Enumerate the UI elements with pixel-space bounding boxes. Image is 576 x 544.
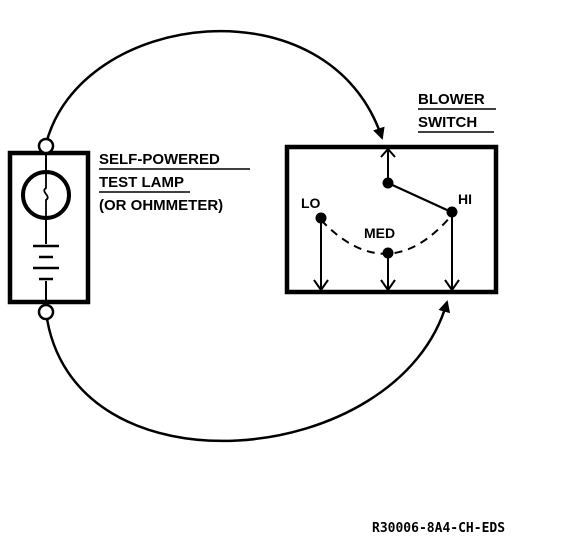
switch-title-line1: BLOWER — [418, 91, 485, 108]
position-label-lo: LO — [301, 195, 321, 211]
figure-id: R30006-8A4-CH-EDS — [372, 521, 505, 536]
test-lamp-top-terminal — [37, 137, 55, 155]
test-lamp-bottom-terminal — [37, 303, 55, 321]
position-label-hi: HI — [458, 191, 472, 207]
position-label-med: MED — [364, 225, 395, 241]
upper-test-lead — [44, 29, 385, 145]
blower-switch-housing — [284, 144, 499, 295]
blower-switch — [284, 144, 499, 295]
tester-label-line1: SELF-POWERED — [99, 151, 220, 168]
tester-label-line2: TEST LAMP — [99, 174, 184, 191]
switch-blade — [387, 181, 448, 212]
switch-title-line2: SWITCH — [418, 114, 477, 131]
battery-icon — [33, 244, 59, 281]
tester-label-line3: (OR OHMMETER) — [99, 197, 223, 214]
self-powered-test-lamp — [7, 137, 91, 321]
lamp-filament-icon — [43, 174, 49, 216]
lower-test-lead — [44, 300, 451, 443]
